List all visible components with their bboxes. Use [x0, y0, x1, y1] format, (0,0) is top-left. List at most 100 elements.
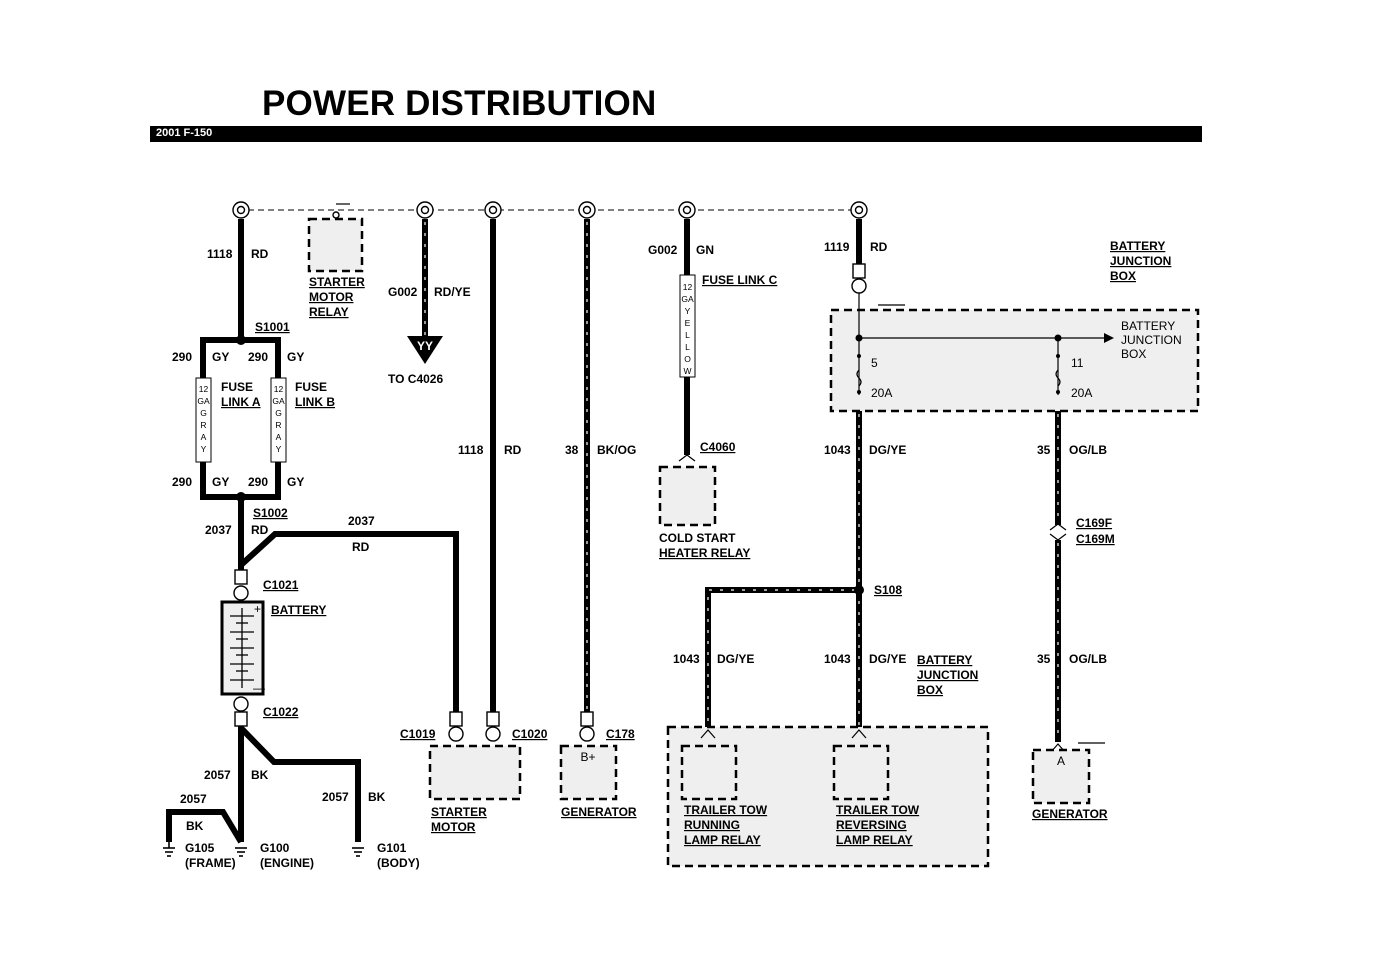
c169m-connector: [1049, 533, 1067, 541]
starter-motor-line1: STARTER: [431, 805, 487, 819]
page-title: POWER DISTRIBUTION: [262, 84, 657, 123]
c1022-ring: [233, 696, 249, 712]
bjb-lower-line2: JUNCTION: [917, 668, 978, 682]
bjb-node-a: [855, 334, 863, 342]
connector-reversing: [851, 729, 867, 739]
svg-text:O: O: [684, 354, 691, 364]
label-s1001: S1001: [255, 320, 290, 334]
bjb-label-line1: BATTERY: [1110, 239, 1165, 253]
label-290-b-bot: 290: [248, 475, 268, 489]
c4060-connector: [678, 454, 696, 462]
label-g100-engine: (ENGINE): [260, 856, 314, 870]
fuse-link-b: [270, 377, 287, 463]
label-rd-right: RD: [352, 540, 370, 554]
model-bar: 2001 F-150: [150, 126, 1202, 142]
label-s1002: S1002: [253, 506, 288, 520]
label-g002-b: G002: [648, 243, 678, 257]
label-g101: G101: [377, 841, 407, 855]
label-c4060: C4060: [700, 440, 736, 454]
trailer-running-line3: LAMP RELAY: [684, 833, 761, 847]
label-g105: G105: [185, 841, 215, 855]
label-fuse-11: 11: [1071, 356, 1084, 370]
trailer-reversing-line1: TRAILER TOW: [836, 803, 920, 817]
label-c1022: C1022: [263, 705, 299, 719]
c1019-terminal: [449, 711, 463, 727]
starter-motor-box: [428, 744, 522, 801]
svg-text:R: R: [200, 420, 206, 430]
label-c169m: C169M: [1076, 532, 1115, 546]
battery-cells: [230, 608, 254, 688]
fuse-link-a-line2: LINK A: [221, 395, 261, 409]
label-c1019: C1019: [400, 727, 436, 741]
bjb-terminal: [852, 263, 866, 279]
fuse-11-dot-top: [1056, 354, 1060, 358]
label-generator2: GENERATOR: [1032, 807, 1108, 821]
label-1118-top-color: RD: [251, 247, 269, 261]
fuse-11-dot-bot: [1056, 390, 1060, 394]
wire-2057-g105: [166, 809, 244, 844]
label-gy-b-bot: GY: [287, 475, 304, 489]
label-2057-c: 2057: [322, 790, 349, 804]
label-c1021: C1021: [263, 578, 299, 592]
connector-running: [700, 729, 716, 739]
label-2037-right: 2037: [348, 514, 375, 528]
fuse-11-symbol: [1055, 369, 1061, 387]
label-dgye-right: DG/YE: [869, 652, 906, 666]
label-1119: 1119: [824, 240, 850, 254]
ground-symbols: [163, 842, 364, 857]
battery-minus: —: [253, 681, 265, 695]
trailer-reversing-relay-box: [832, 744, 890, 801]
label-290-a-top: 290: [172, 350, 192, 364]
bjb-ring: [851, 278, 867, 294]
starter-relay-line1: STARTER: [309, 275, 365, 289]
label-g100: G100: [260, 841, 290, 855]
fuse-c-text: 12 GA Y E L L O W: [681, 282, 694, 376]
fuse-a-text: 12 GA G R A Y: [197, 384, 210, 454]
trailer-running-line2: RUNNING: [684, 818, 740, 832]
top-terminals: [232, 201, 868, 219]
wire-2057-g101: [238, 725, 361, 842]
label-oglb-top: OG/LB: [1069, 443, 1107, 457]
fuse-5-dot-bot: [857, 390, 861, 394]
fuse-b-text: 12 GA G R A Y: [272, 384, 285, 454]
label-35-bot: 35: [1037, 652, 1051, 666]
label-c169f: C169F: [1076, 516, 1112, 530]
cold-start-relay-box: [658, 465, 717, 527]
fuse-link-b-line2: LINK B: [295, 395, 335, 409]
svg-text:A: A: [201, 432, 207, 442]
svg-text:Y: Y: [201, 444, 207, 454]
label-rd-left: RD: [251, 523, 269, 537]
starter-motor-relay-box: [307, 217, 364, 273]
label-gen-a: A: [1057, 754, 1065, 768]
c1020-ring: [485, 726, 501, 742]
label-fuse-5: 5: [871, 356, 878, 370]
c178-terminal: [580, 711, 594, 727]
label-g105-frame: (FRAME): [185, 856, 236, 870]
c1022-terminal: [234, 711, 248, 727]
battery-junction-box-top: [829, 308, 1200, 413]
label-g002-a: G002: [388, 285, 418, 299]
label-c178: C178: [606, 727, 635, 741]
generator-box: [559, 744, 618, 801]
bjb-lower-line3: BOX: [917, 683, 943, 697]
label-to-c4026: TO C4026: [388, 372, 443, 386]
c1019-ring: [448, 726, 464, 742]
label-38: 38: [565, 443, 579, 457]
fuse-5-dot-top: [857, 354, 861, 358]
splice-s108: [854, 585, 864, 595]
label-generator: GENERATOR: [561, 805, 637, 819]
svg-text:L: L: [685, 330, 690, 340]
label-1043-top: 1043: [824, 443, 851, 457]
splice-s1001: [236, 335, 246, 345]
label-1118-mid: 1118: [458, 443, 484, 457]
label-fuse-5-amp: 20A: [871, 386, 892, 400]
label-g101-body: (BODY): [377, 856, 420, 870]
svg-text:Y: Y: [685, 306, 691, 316]
c169f-connector: [1049, 523, 1067, 531]
fuse-link-a-line1: FUSE: [221, 380, 253, 394]
label-yy: YY: [417, 339, 433, 353]
trailer-reversing-line2: REVERSING: [836, 818, 907, 832]
label-battery: BATTERY: [271, 603, 326, 617]
label-bk-b: BK: [186, 819, 204, 833]
